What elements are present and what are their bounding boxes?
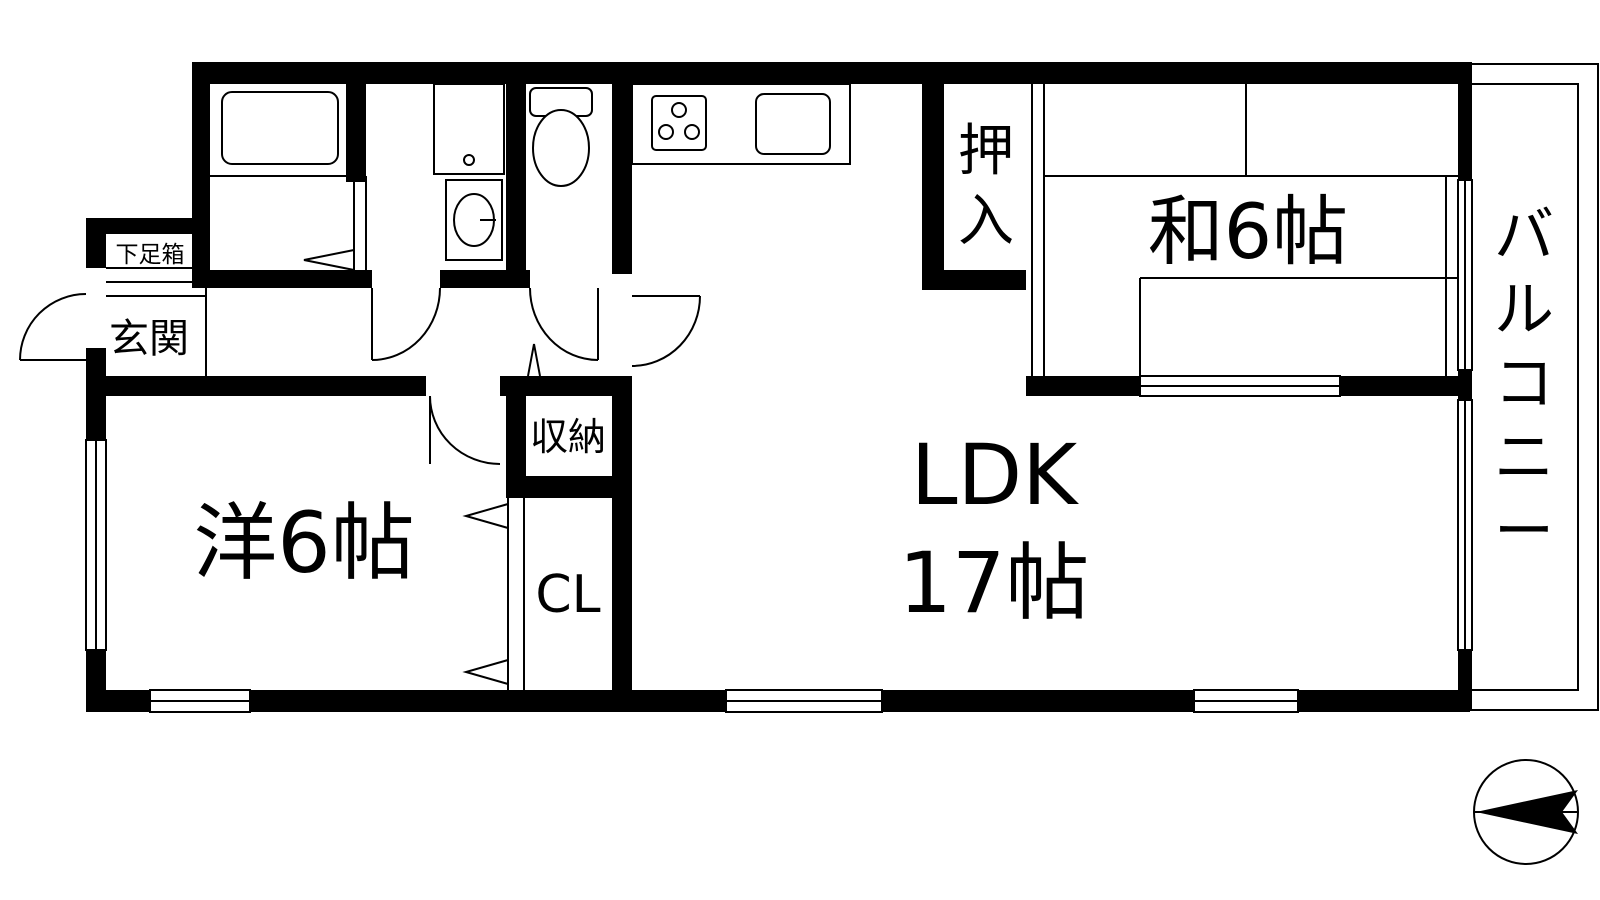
balcony-char: ル: [1494, 275, 1554, 345]
entrance-area: [106, 234, 207, 376]
bathtub-icon: [210, 91, 346, 177]
closet-doors: [462, 498, 525, 690]
toilet-icon: [529, 87, 593, 187]
room-label-oshiire-2: 入: [958, 189, 1014, 254]
sink-icon: [755, 93, 831, 155]
room-label-oshiire-1: 押: [958, 119, 1014, 184]
doors: [19, 287, 701, 465]
room-label-western: 洋6帖: [193, 494, 414, 592]
balcony-char: ニ: [1494, 423, 1554, 493]
balcony-char: バ: [1494, 201, 1554, 271]
room-label-ldk: LDK: [911, 426, 1079, 524]
north-arrow-icon: [1473, 759, 1579, 865]
japanese-room-fittings: [1031, 84, 1458, 376]
stove-icon: [651, 95, 707, 151]
windows: [85, 179, 1473, 713]
balcony-char: コ: [1494, 349, 1554, 419]
balcony-char: ー: [1494, 497, 1554, 567]
room-label-entrance: 玄関: [109, 316, 189, 362]
room-label-shoe-box: 下足箱: [116, 242, 185, 268]
bath-door-partition: [303, 176, 367, 271]
room-label-japanese: 和6帖: [1148, 187, 1348, 276]
room-label-balcony: バ ル コ ニ ー: [1494, 201, 1554, 567]
room-label-ldk-size: 17帖: [899, 534, 1090, 632]
room-label-closet: CL: [535, 565, 600, 625]
washbasin-icon: [433, 83, 505, 261]
room-label-storage: 収納: [530, 415, 606, 459]
